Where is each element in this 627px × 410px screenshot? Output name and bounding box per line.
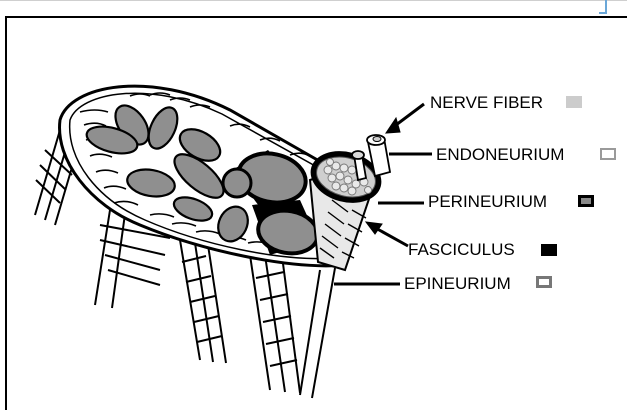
label-epineurium: EPINEURIUM [404, 274, 511, 294]
label-nerve-fiber: NERVE FIBER [430, 93, 543, 113]
label-perineurium: PERINEURIUM [428, 192, 547, 212]
swatch-perineurium [578, 195, 594, 207]
label-endoneurium: ENDONEURIUM [436, 145, 564, 165]
swatch-endoneurium [600, 148, 616, 160]
swatch-nerve-fiber [566, 96, 582, 108]
swatch-epineurium [536, 276, 552, 288]
swatch-fasciculus [541, 244, 557, 256]
label-fasciculus: FASCICULUS [408, 240, 515, 260]
